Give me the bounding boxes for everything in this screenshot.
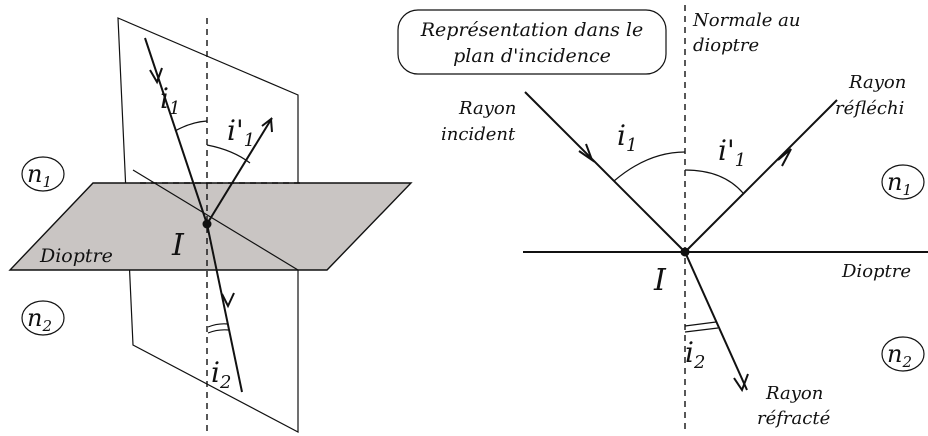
angle-arc-i1-left — [174, 120, 208, 132]
plane-intersection-line — [132, 169, 299, 271]
angle-arc-i2-right — [684, 321, 717, 327]
label-n1-left: n1 — [27, 160, 52, 191]
right-incidence-plane-view: Représentation dans le plan d'incidence … — [397, 5, 928, 432]
angle-arc-i1-right — [613, 151, 686, 182]
label-i2-left: i2 — [211, 356, 231, 393]
label-point-left: I — [171, 228, 185, 263]
label-n2-left: n2 — [27, 304, 52, 335]
reflected-arrowhead-left — [261, 117, 273, 133]
incident-arrowhead-right — [578, 143, 595, 163]
angle-arc-i2-right-double — [684, 327, 719, 333]
label-i2-right: i2 — [685, 336, 705, 373]
label-n2-right: n2 — [887, 340, 912, 371]
label-incident-line2: incident — [441, 124, 516, 145]
refracted-ray-left — [206, 223, 243, 393]
n2-circle-left — [21, 300, 65, 336]
incidence-point-left — [202, 219, 212, 229]
n1-circle-right — [881, 164, 925, 200]
incidence-point-right — [680, 247, 690, 257]
label-i1p-left: i'1 — [227, 114, 255, 151]
n2-circle-right — [881, 336, 925, 372]
label-normale-line1: Normale au — [692, 10, 800, 31]
label-i1-left: i1 — [160, 82, 180, 119]
label-i1p-right: i'1 — [718, 134, 746, 171]
label-incident-line1: Rayon — [458, 98, 516, 119]
refracted-ray-right — [684, 251, 748, 391]
reflected-ray-left — [206, 117, 273, 225]
label-refracte-line1: Rayon — [765, 383, 823, 404]
angle-arc-i1p-left — [206, 144, 251, 164]
title-box — [397, 9, 667, 75]
label-dioptre-left: Dioptre — [39, 245, 113, 267]
label-reflechi-line2: réfléchi — [835, 98, 904, 119]
title-box-line2: plan d'incidence — [453, 45, 611, 67]
incident-arrowhead-left — [149, 67, 163, 85]
n1-circle-left — [21, 156, 65, 192]
angle-arc-i2-left — [207, 323, 229, 328]
angle-arc-i2-left-double — [207, 329, 230, 334]
refracted-arrowhead-right — [733, 373, 749, 393]
label-dioptre-right: Dioptre — [841, 261, 911, 282]
incident-ray-right — [524, 91, 686, 253]
label-point-right: I — [653, 263, 667, 298]
refracted-arrowhead-left — [221, 292, 235, 309]
left-3d-view: i1 i'1 i2 I n1 n2 Dioptre — [8, 17, 413, 433]
label-i1-right: i1 — [617, 119, 637, 156]
label-n1-right: n1 — [887, 168, 912, 199]
reflected-arrowhead-right — [777, 148, 792, 167]
angle-arc-i1p-right — [684, 169, 744, 194]
reflected-ray-right — [684, 99, 838, 253]
label-refracte-line2: réfracté — [757, 408, 831, 429]
title-box-line1: Représentation dans le — [420, 19, 644, 41]
label-normale-line2: dioptre — [693, 35, 759, 56]
label-reflechi-line1: Rayon — [848, 72, 906, 93]
